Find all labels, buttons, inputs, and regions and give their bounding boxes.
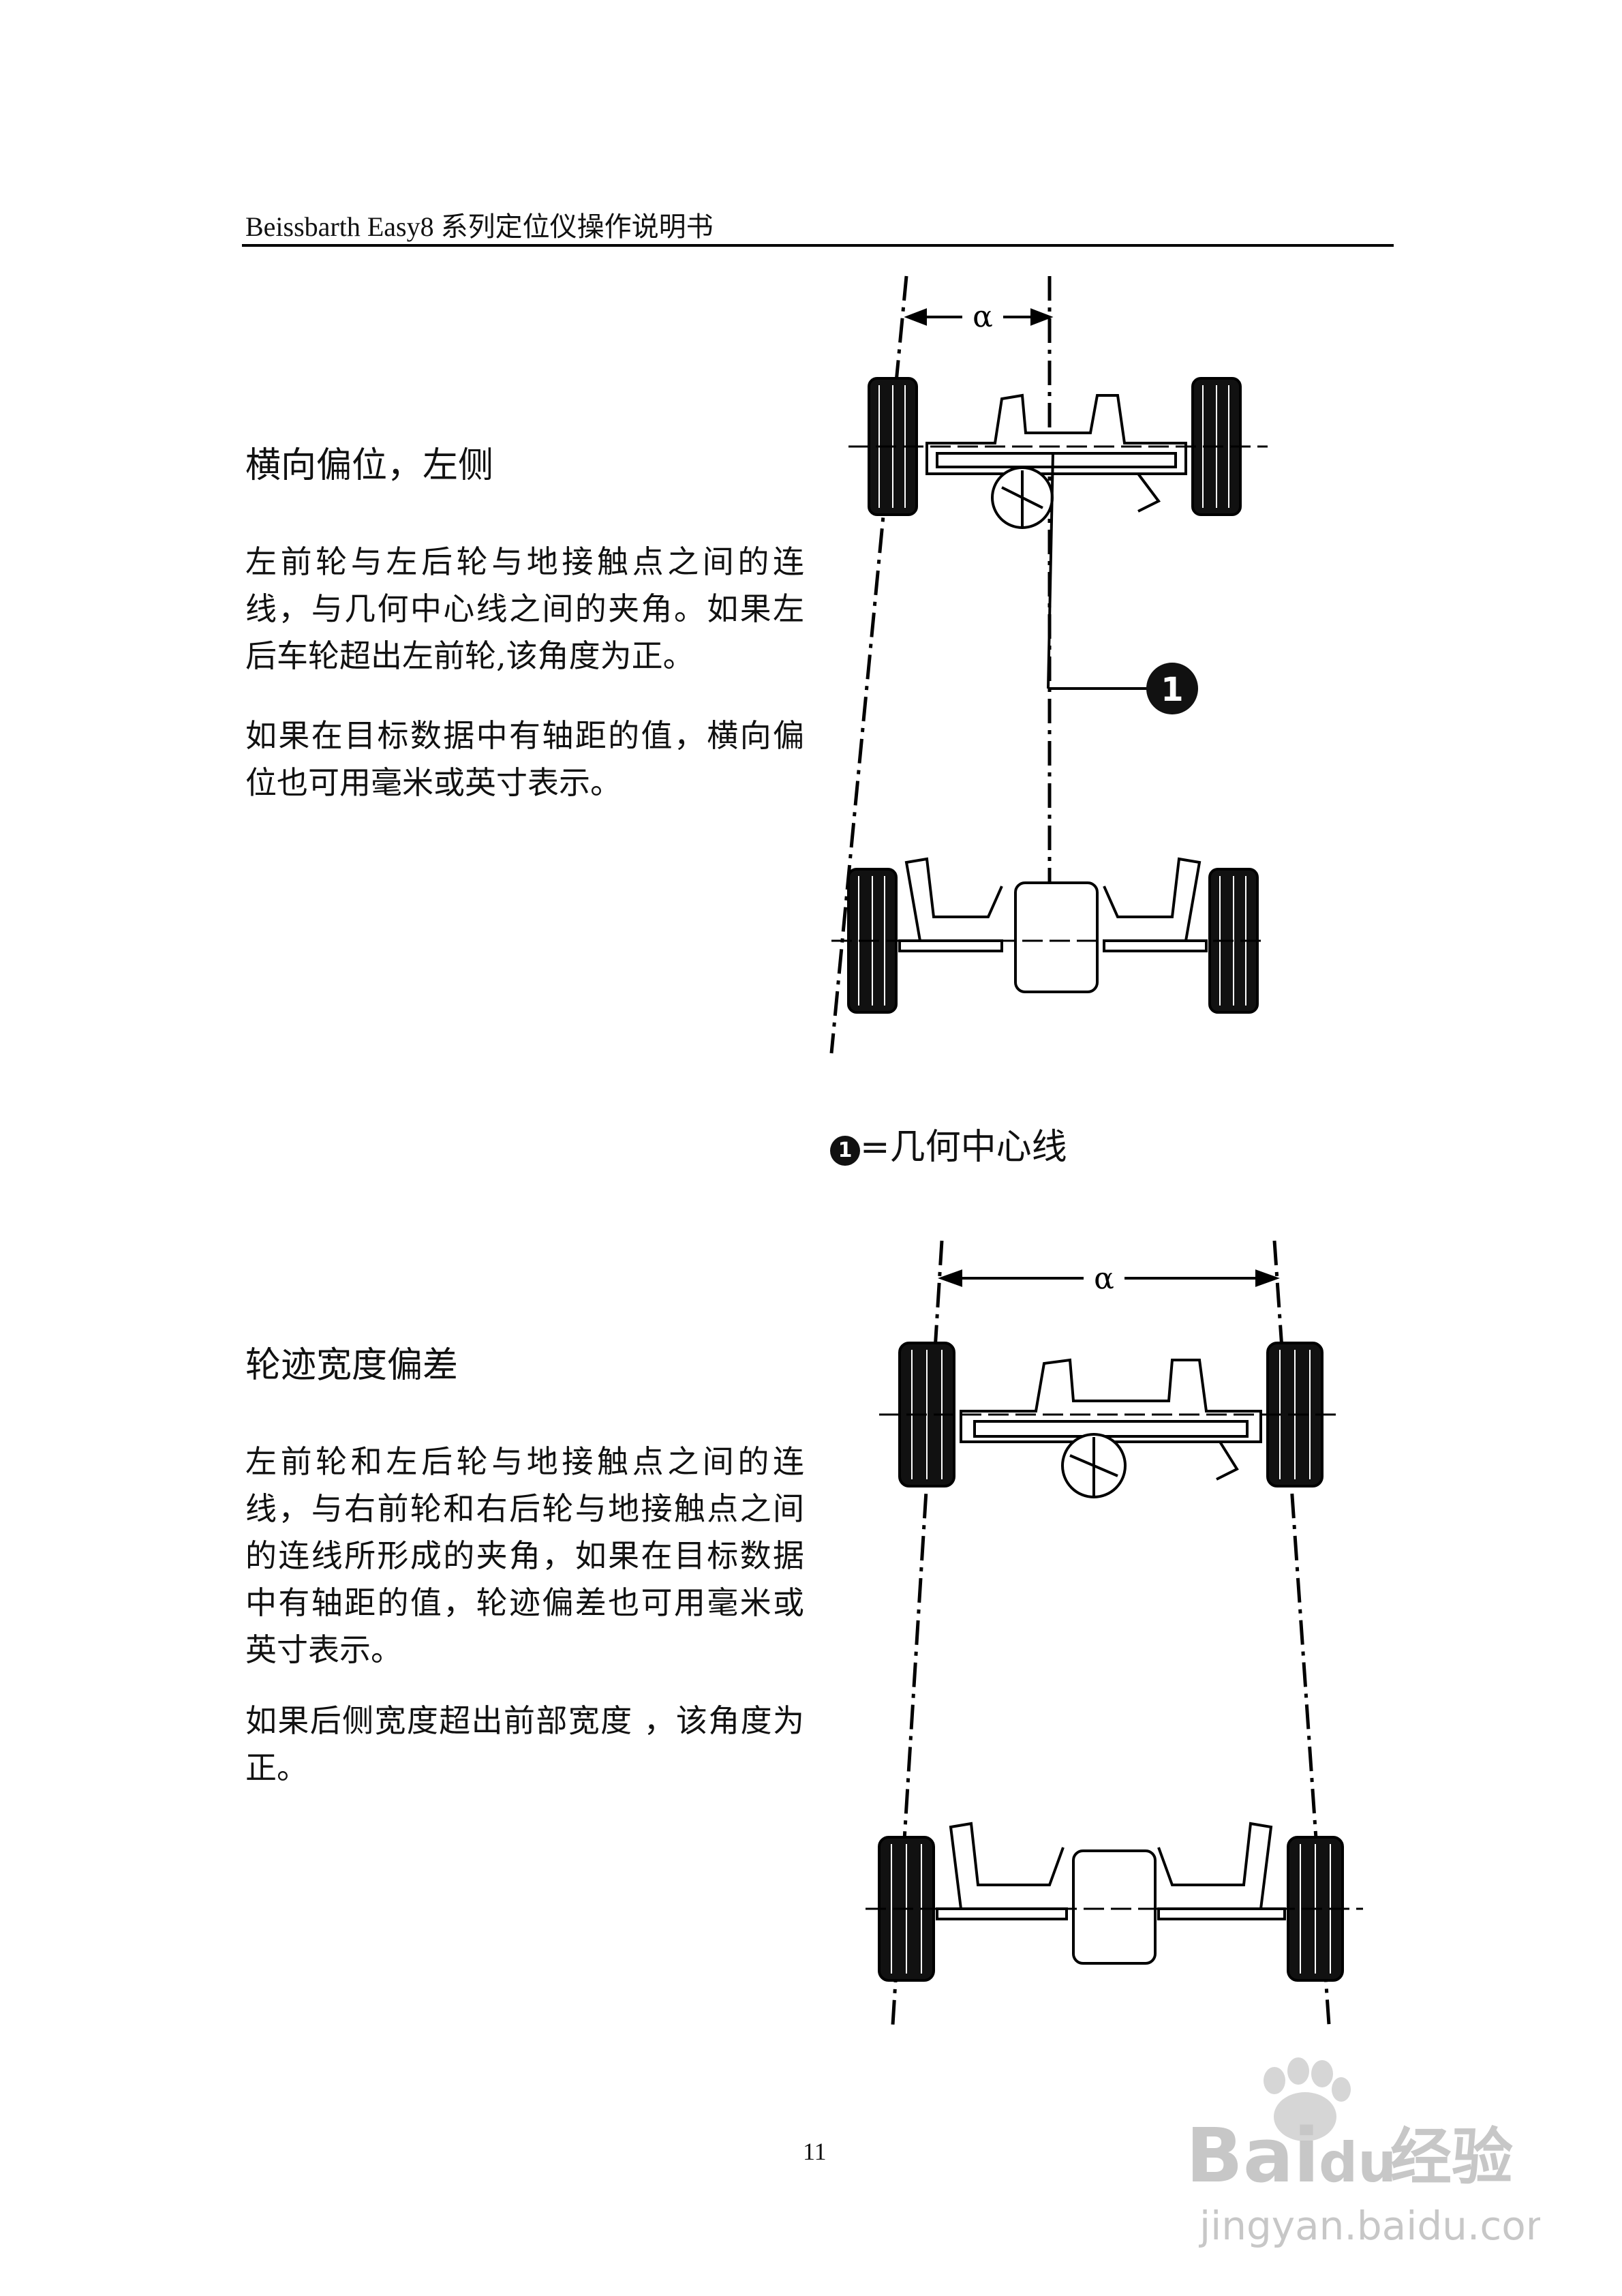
- watermark-brand: 经验: [1390, 2121, 1513, 2193]
- paragraph: 如果在目标数据中有轴距的值，横向偏位也可用毫米或英寸表示。: [245, 717, 804, 801]
- paragraph: 如果后侧宽度超出前部宽度 ，该角度为正。: [245, 1702, 804, 1786]
- section-heading: 轮迹宽度偏差: [245, 1345, 459, 1386]
- marker-label: 1: [1161, 671, 1183, 709]
- baidu-jingyan-watermark: Bai du 经验 jingyan.baidu.com: [1186, 2057, 1540, 2249]
- rear-axle: [866, 1822, 1363, 1982]
- paragraph: 左前轮与左后轮与地接触点之间的连线，与几何中心线之间的夹角。如果左后车轮超出左前…: [245, 543, 804, 674]
- track-width-diagram: α: [866, 1240, 1363, 2025]
- watermark-url: jingyan.baidu.com: [1198, 2203, 1540, 2249]
- caption-bullet: 1: [830, 1136, 860, 1166]
- lateral-offset-diagram: α 1: [829, 275, 1268, 1054]
- header-rule: [242, 244, 1394, 247]
- watermark-logo-suffix: du: [1319, 2131, 1396, 2194]
- angle-label: α: [973, 299, 993, 334]
- front-axle: [848, 377, 1268, 529]
- watermark-logo: Bai: [1186, 2112, 1319, 2199]
- front-axle: [879, 1342, 1343, 1498]
- paragraph: 左前轮和左后轮与地接触点之间的连线，与右前轮和右后轮与地接触点之间的连线所形成的…: [245, 1443, 804, 1668]
- header-title: Beissbarth Easy8 系列定位仪操作说明书: [245, 211, 714, 242]
- rear-axle: [831, 857, 1268, 1014]
- page-number: 11: [803, 2138, 827, 2165]
- angle-label: α: [1094, 1261, 1114, 1296]
- section-heading: 横向偏位，左侧: [245, 445, 494, 486]
- caption-text: =几何中心线: [860, 1127, 1067, 1168]
- paw-icon: [1264, 2057, 1351, 2141]
- diagram-caption: 1=几何中心线: [830, 1118, 1067, 1169]
- centerline-marker: 1: [1047, 453, 1198, 714]
